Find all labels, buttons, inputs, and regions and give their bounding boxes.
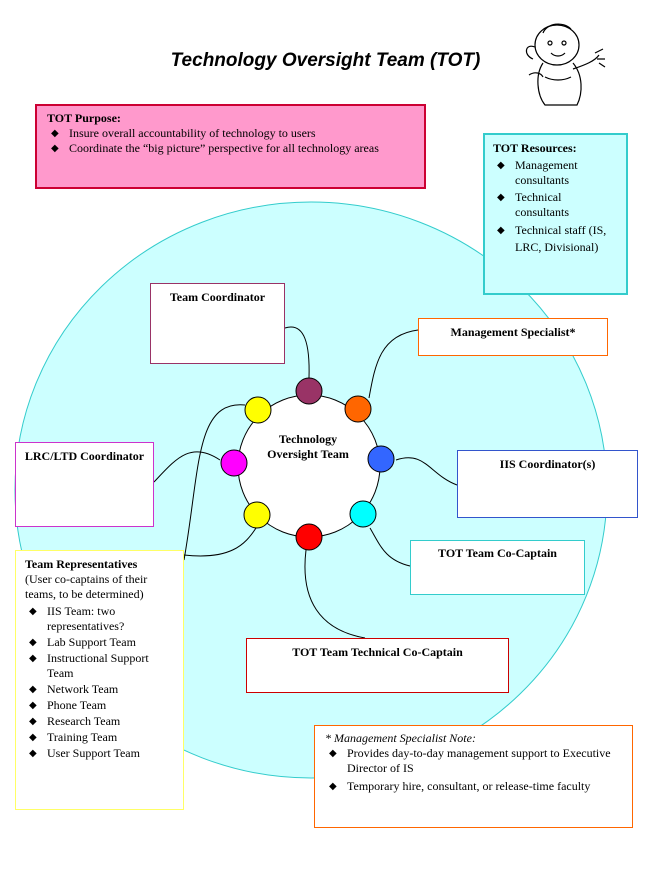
tot-resources-box: TOT Resources: Management consultants Te…: [483, 133, 628, 295]
connector-technical: [304, 549, 366, 639]
team-rep-item: Research Team: [25, 714, 174, 729]
node-red: [295, 523, 323, 551]
node-yellow-upper: [244, 396, 272, 424]
baby-clipart-icon: [525, 23, 606, 106]
node-cyan: [349, 500, 377, 528]
tot-co-captain-box: TOT Team Co-Captain: [410, 540, 585, 595]
node-yellow-lower: [243, 501, 271, 529]
purpose-item: Coordinate the “big picture” perspective…: [47, 141, 414, 156]
note-item: Temporary hire, consultant, or release-t…: [325, 779, 622, 794]
connector-lrc: [153, 451, 221, 483]
team-rep-item: Lab Support Team: [25, 635, 174, 650]
node-blue: [367, 445, 395, 473]
center-label: Technology Oversight Team: [267, 432, 349, 461]
connector-teamreps-lower: [183, 527, 257, 557]
team-representatives-box: Team Representatives (User co-captains o…: [15, 550, 184, 810]
tot-technical-co-captain-box: TOT Team Technical Co-Captain: [246, 638, 509, 693]
iis-coordinators-box: IIS Coordinator(s): [457, 450, 638, 518]
note-item: Provides day-to-day management support t…: [325, 746, 622, 776]
team-rep-item: Network Team: [25, 682, 174, 697]
management-specialist-box: Management Specialist*: [418, 318, 608, 356]
node-orange: [344, 395, 372, 423]
team-rep-item: Phone Team: [25, 698, 174, 713]
team-reps-subheading: (User co-captains of their teams, to be …: [25, 572, 148, 601]
team-reps-heading: Team Representatives: [25, 557, 138, 571]
team-rep-item: Training Team: [25, 730, 174, 745]
connector-iis: [395, 457, 458, 486]
team-rep-item: Instructional Support Team: [25, 651, 174, 681]
resources-heading: TOT Resources:: [493, 141, 577, 155]
node-dark-magenta: [295, 377, 323, 405]
team-rep-item: IIS Team: two representatives?: [25, 604, 174, 634]
team-rep-item: User Support Team: [25, 746, 174, 761]
resource-item: Management consultants: [493, 158, 618, 188]
team-coordinator-box: Team Coordinator: [150, 283, 285, 364]
connector-cocaptain: [369, 527, 411, 567]
lrc-ltd-coordinator-box: LRC/LTD Coordinator: [15, 442, 154, 527]
connector-coordinator: [284, 326, 310, 379]
note-heading: * Management Specialist Note:: [325, 731, 476, 745]
purpose-item: Insure overall accountability of technol…: [47, 126, 414, 141]
resource-item: Technical staff (IS, LRC, Divisional): [493, 222, 618, 256]
purpose-heading: TOT Purpose:: [47, 111, 121, 125]
management-specialist-note-box: * Management Specialist Note: Provides d…: [314, 725, 633, 828]
resource-item: Technical consultants: [493, 190, 618, 220]
node-magenta: [220, 449, 248, 477]
tot-purpose-box: TOT Purpose: Insure overall accountabili…: [35, 104, 426, 189]
connector-management: [368, 329, 419, 399]
page-title: Technology Oversight Team (TOT): [170, 50, 481, 71]
connector-teamreps-upper: [183, 404, 246, 561]
